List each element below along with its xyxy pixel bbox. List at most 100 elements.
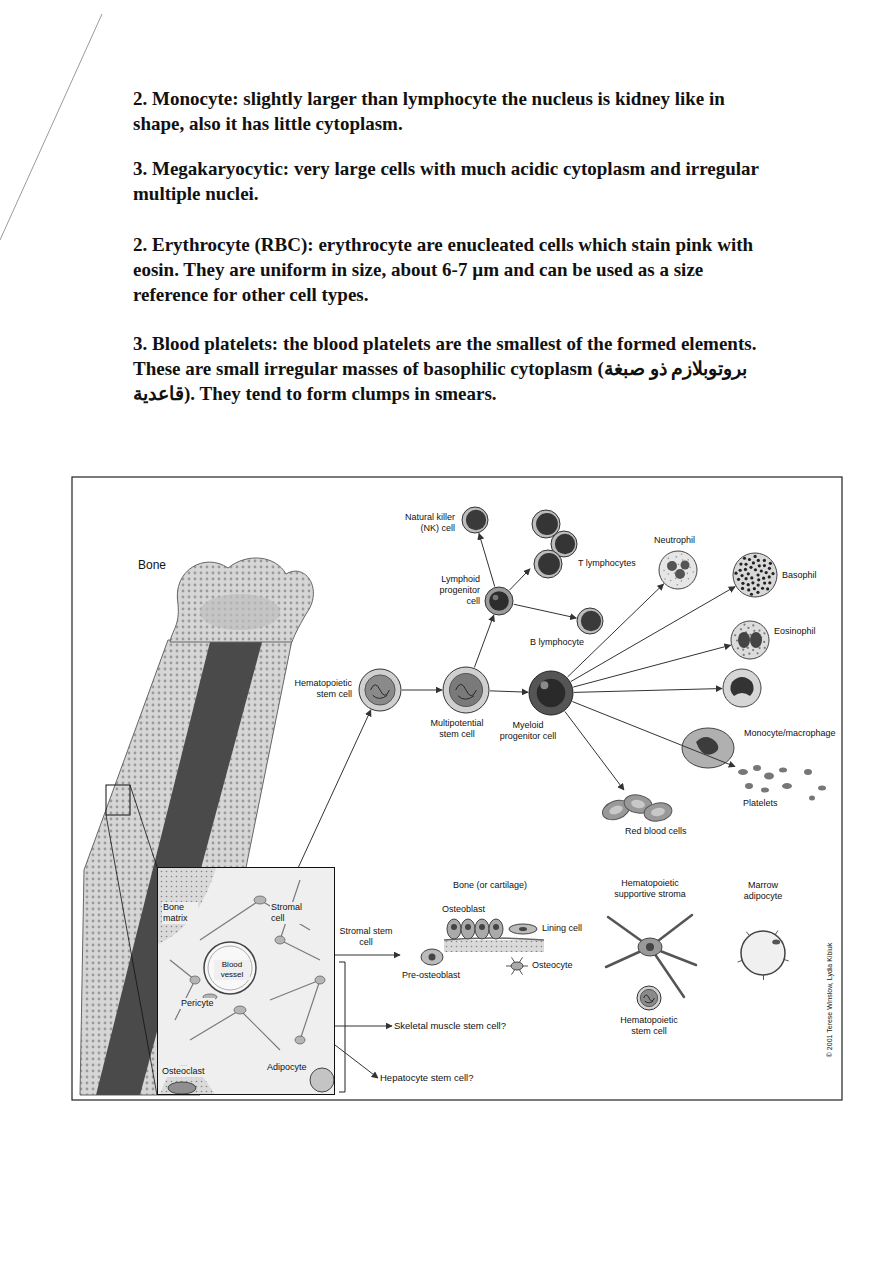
illustration-part [208, 946, 252, 990]
illustration-part [804, 769, 812, 775]
pre-osteoblast-cell: Pre-osteoblast [420, 948, 444, 966]
cell-label: Osteoblast [442, 904, 485, 915]
cell-drawing-part [444, 940, 544, 952]
cell-drawing [528, 670, 574, 716]
cell-drawing-part [678, 564, 680, 566]
cell-drawing-part [443, 667, 489, 713]
cell-drawing [420, 948, 444, 966]
osteocyte-cell: Osteocyte [506, 956, 528, 976]
illustration-part [190, 1010, 280, 1050]
cell-drawing-part [733, 553, 777, 597]
cell-drawing-part [764, 773, 774, 780]
cell-drawing-part [600, 793, 674, 824]
cell-drawing-part [668, 558, 670, 560]
arrow-connector [573, 645, 730, 687]
cell-drawing-part [751, 581, 754, 584]
cell-drawing-part [761, 587, 764, 590]
cell-label: B lymphocyte [530, 637, 600, 648]
cell-drawing-part [534, 550, 562, 578]
cell-drawing-part [630, 799, 645, 809]
illustration-part [295, 1036, 305, 1044]
arrow-connector [568, 584, 664, 677]
cell-drawing-part [682, 559, 684, 561]
illustration-part [170, 558, 313, 642]
cell-drawing-part [489, 591, 509, 611]
illustration-part [158, 868, 216, 944]
cell-drawing-part [529, 671, 573, 715]
cell-label: T lymphocytes [578, 558, 650, 569]
cell-drawing [732, 552, 778, 598]
arrow-connector [474, 615, 493, 667]
cell-drawing-part [760, 569, 763, 572]
cell-drawing-part [638, 938, 662, 956]
illustration-part [0, 14, 102, 240]
cell-drawing-part [763, 641, 765, 643]
cell-drawing-part [637, 986, 661, 1010]
cell-drawing-part [676, 556, 678, 558]
cell-drawing-part [782, 783, 792, 789]
cell-drawing-part [738, 931, 789, 980]
arrow-connector [479, 533, 495, 586]
cell-drawing-part [771, 572, 774, 575]
cell-drawing-part [753, 630, 755, 632]
cell-drawing-part [540, 681, 548, 689]
cell-drawing-part [555, 534, 575, 554]
illustration-part [339, 962, 345, 1092]
arrow-connector [574, 689, 722, 693]
cell-drawing-part [637, 986, 661, 1010]
cell-drawing-part [744, 577, 747, 580]
cell-drawing [722, 668, 762, 708]
arrow-connector [565, 711, 624, 790]
cell-drawing-part [752, 624, 754, 626]
cell-drawing [600, 790, 675, 826]
marrow-inset: Bone matrixStromal cellBlood vesselPeric… [157, 867, 335, 1095]
cell-drawing-part [739, 562, 742, 565]
cell-drawing-part [768, 581, 771, 584]
cell-drawing-part [747, 627, 749, 629]
cell-drawing-part [762, 577, 765, 580]
cell-drawing-part [681, 561, 690, 570]
illustration-part [72, 477, 842, 1100]
cell-drawing-part [667, 561, 677, 571]
cell-drawing-part [765, 571, 768, 574]
cell-drawing-part [373, 695, 388, 698]
multipotential-cell: Multipotential stem cell [442, 666, 490, 714]
cell-drawing-part [537, 679, 566, 708]
illustration-part [809, 796, 815, 801]
node-text: Hepatocyte stem cell? [380, 1072, 473, 1084]
cell-drawing [442, 666, 490, 714]
cell-drawing [735, 762, 797, 796]
illustration-part [130, 785, 157, 867]
cell-drawing [506, 956, 528, 976]
cell-label: Myeloid progenitor cell [498, 720, 558, 742]
arrow-connector [402, 690, 442, 691]
illustration-part [234, 1006, 246, 1014]
cell-drawing-part [640, 989, 657, 1006]
cell-drawing-part [664, 578, 666, 580]
cell-drawing-part [757, 559, 760, 562]
cell-label: Hematopoietic stem cell [276, 678, 352, 700]
cell-drawing [358, 668, 402, 712]
cell-drawing-part [743, 623, 745, 625]
basophil-cell: Basophil [732, 552, 778, 598]
cell-drawing-part [506, 957, 528, 974]
bone-group: Bone (or cartilage)OsteoblastLining cell… [400, 880, 580, 992]
cell-drawing-part [723, 669, 761, 707]
arrow-connector [335, 1026, 392, 1027]
cell-drawing-part [608, 804, 624, 816]
cell-drawing [576, 607, 604, 635]
cell-drawing-part [529, 671, 573, 715]
cell-drawing-part [693, 571, 695, 573]
cell-drawing-part [741, 931, 785, 975]
figure-label: Bone [138, 558, 166, 573]
cell-drawing-part [532, 510, 577, 578]
cell-label: Pre-osteoblast [402, 970, 460, 981]
stroma-cell: Hematopoietic supportive stromaHematopoi… [600, 905, 700, 1017]
cell-drawing-part [768, 567, 771, 570]
cell-drawing-part [768, 575, 771, 578]
cell-drawing-part [748, 558, 751, 561]
cell-drawing-part [757, 583, 760, 586]
cell-label: Basophil [782, 570, 828, 581]
cell-drawing-part [675, 569, 685, 579]
cell-drawing-part [738, 632, 750, 648]
